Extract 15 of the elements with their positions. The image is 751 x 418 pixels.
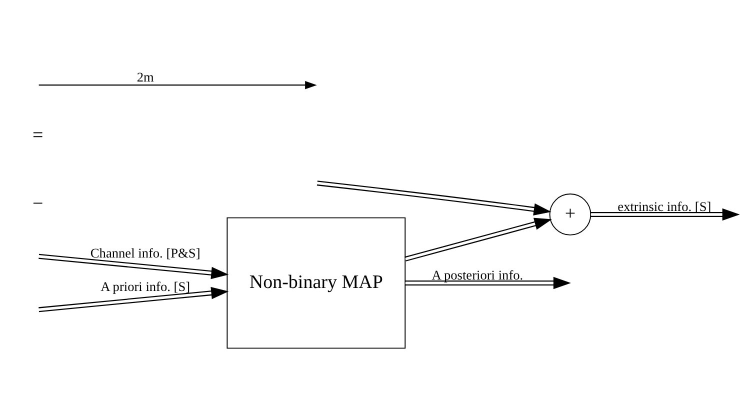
edge-label: A priori info. [S] (100, 278, 190, 294)
arrow (38, 286, 229, 312)
label: = (32, 124, 44, 146)
arrow (38, 253, 229, 279)
arrow (404, 217, 552, 261)
legend-label: 2m (136, 68, 154, 84)
edge-label: extrinsic info. [S] (618, 198, 712, 214)
node-circle: + (549, 193, 592, 235)
arrow (316, 180, 552, 215)
edge-label: Channel info. [P&S] (90, 245, 200, 260)
node-box: Non-binary MAP (226, 216, 406, 348)
label: − (32, 193, 44, 214)
arrow (405, 276, 571, 289)
arrow (591, 208, 740, 220)
edge-label: A posteriori info. (432, 266, 524, 282)
